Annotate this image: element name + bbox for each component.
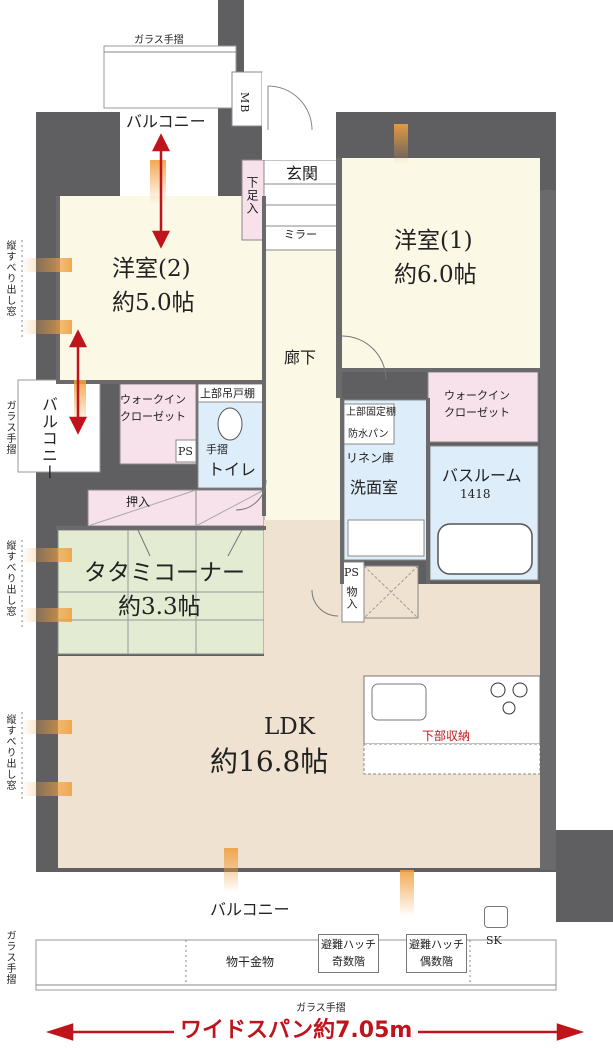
slide-window-1: 縦すべり出し窓: [4, 240, 15, 317]
sk-label: SK: [486, 934, 502, 947]
balcony-left: [17, 379, 101, 473]
glass-rail-left: ガラス手摺: [4, 400, 15, 455]
balcony-left-label: バルコニー: [39, 396, 58, 481]
linen-label: リネン庫: [346, 451, 395, 465]
ps-right-label: PS: [344, 566, 359, 579]
tatami-size: 約3.3帖: [118, 594, 201, 620]
handrail-label: 手摺: [206, 443, 228, 456]
toilet-label: トイレ: [208, 460, 257, 479]
hatch-even: 避難ハッチ 偶数階: [406, 934, 467, 973]
washroom-label: 洗面室: [350, 478, 399, 497]
bathroom-label: バスルーム: [442, 466, 522, 485]
sk-icon: [484, 906, 508, 928]
walkin-right-floor: [427, 371, 539, 443]
walkin-right-label: ウォークイン クローゼット: [444, 388, 510, 421]
walkin-right-text: ウォークイン クローゼット: [444, 389, 510, 419]
glass-rail-bottom-left: ガラス手摺: [4, 930, 15, 985]
western2-name: 洋室(2): [112, 256, 191, 282]
balcony-top: [120, 100, 218, 196]
hallway-label: 廊下: [284, 348, 317, 367]
clothes-hanger-label: 物干金物: [226, 955, 275, 969]
wide-span-label: ワイドスパン約7.05m: [174, 1020, 419, 1042]
shoebox-label: 下足入: [245, 176, 259, 215]
tatami-name: タタミコーナー: [84, 560, 245, 586]
mirror-label: ミラー: [284, 228, 317, 241]
upper-fixed-shelf-label: 上部固定棚: [346, 407, 396, 418]
western1-size: 約6.0帖: [394, 262, 477, 288]
western2-size: 約5.0帖: [112, 290, 195, 316]
western1-name: 洋室(1): [394, 228, 473, 254]
waterproof-pan-label: 防水パン: [348, 429, 389, 440]
walkin-left-label: ウォークイン クローゼット: [120, 392, 186, 425]
upper-cabinet-label: 上部吊戸棚: [200, 387, 255, 400]
balcony-bottom-label: バルコニー: [210, 900, 290, 919]
mb-box: [231, 71, 263, 127]
slide-window-2: 縦すべり出し窓: [4, 540, 15, 617]
western1-floor: [340, 158, 540, 368]
glass-rail-top: ガラス手摺: [134, 35, 184, 46]
entrance-label: 玄関: [286, 164, 319, 183]
oshiire-floor: [87, 489, 265, 527]
ldk-name: LDK: [264, 714, 315, 740]
ldk-size: 約16.8帖: [210, 745, 329, 778]
ldk-floor: [264, 520, 344, 660]
balcony-top-label: バルコニー: [126, 112, 206, 131]
ps-left-label: PS: [178, 445, 193, 458]
oshiire-label: 押入: [126, 495, 151, 509]
slide-window-3: 縦すべり出し窓: [4, 714, 15, 791]
hatch-odd-text: 避難ハッチ 奇数階: [321, 938, 376, 968]
glass-rail-bottom: ガラス手摺: [296, 1003, 346, 1014]
under-storage-label: 下部収納: [422, 729, 471, 743]
hatch-odd: 避難ハッチ 奇数階: [318, 934, 379, 973]
bathroom-size: 1418: [460, 487, 491, 501]
mb-label: MB: [238, 92, 251, 114]
storage-label: 物入: [345, 586, 358, 610]
walkin-left-text: ウォークイン クローゼット: [120, 393, 186, 423]
hatch-even-text: 避難ハッチ 偶数階: [409, 938, 464, 968]
